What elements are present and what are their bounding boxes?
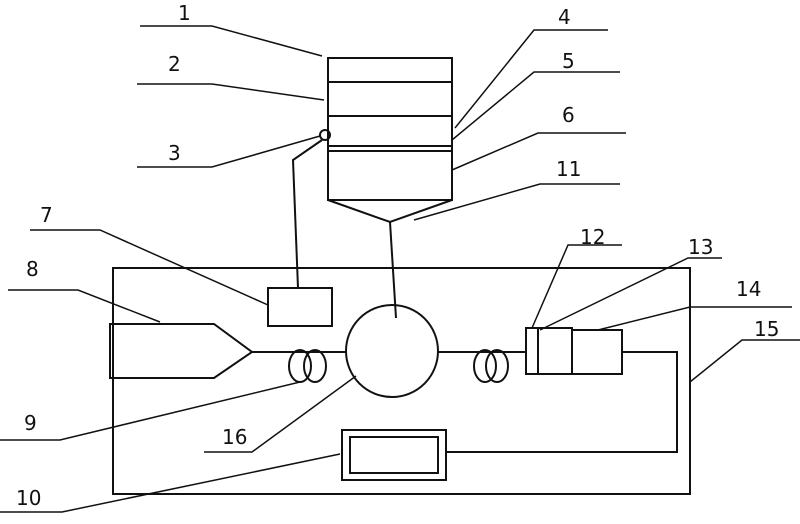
label-7: 7 (40, 203, 53, 227)
label-16: 16 (222, 425, 247, 449)
leader-8 (8, 290, 160, 322)
valve-block (526, 328, 572, 374)
leader-2 (137, 84, 324, 100)
label-8: 8 (26, 257, 39, 281)
leader-12 (532, 245, 622, 328)
flow-meter-box (572, 330, 622, 374)
funnel-outlet-tube (390, 222, 396, 318)
column-funnel (328, 200, 452, 222)
base-enclosure (113, 268, 690, 494)
column-assembly (320, 58, 452, 222)
label-4: 4 (558, 5, 571, 29)
label-12: 12 (580, 225, 605, 249)
label-6: 6 (562, 103, 575, 127)
leader-6 (452, 133, 626, 170)
leader-10 (0, 454, 340, 512)
label-2: 2 (168, 52, 181, 76)
number-labels: 1 2 3 4 5 6 7 8 9 10 11 12 13 14 15 16 (16, 1, 779, 510)
mixing-chamber (346, 305, 438, 397)
leader-15 (690, 340, 800, 382)
label-9: 9 (24, 411, 37, 435)
leader-4 (455, 30, 608, 128)
column-body (328, 58, 452, 200)
control-box (268, 288, 332, 326)
sensor-lead (293, 140, 322, 288)
label-3: 3 (168, 141, 181, 165)
label-5: 5 (562, 49, 575, 73)
label-13: 13 (688, 235, 713, 259)
pump-housing (110, 324, 252, 378)
leader-9 (0, 382, 300, 440)
return-line (446, 352, 677, 452)
label-14: 14 (736, 277, 761, 301)
left-coupling-ring-2 (304, 350, 326, 382)
label-1: 1 (178, 1, 191, 25)
display-screen (350, 437, 438, 473)
label-15: 15 (754, 317, 779, 341)
label-10: 10 (16, 486, 41, 510)
leader-5 (452, 72, 620, 140)
label-11: 11 (556, 157, 581, 181)
